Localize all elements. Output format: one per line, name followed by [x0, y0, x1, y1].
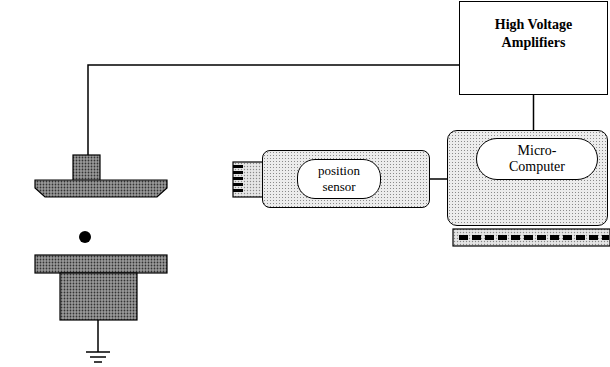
signal-wire [533, 95, 535, 130]
hv-wire [88, 65, 459, 155]
electrode-stem [73, 155, 100, 181]
particle [79, 231, 91, 243]
ground-symbol [86, 352, 110, 362]
sensor-housing: position sensor [262, 150, 430, 208]
sensor-connector [233, 162, 263, 197]
signal-wire [430, 178, 447, 180]
computer-housing: Micro-Computer [447, 130, 608, 226]
amplifier-box: High Voltage Amplifiers [459, 1, 608, 95]
electrode-base [60, 273, 137, 320]
keyboard [453, 229, 610, 246]
rounded-label-box: Micro-Computer [476, 138, 598, 180]
ground-wire [97, 320, 99, 352]
rounded-label-box: position sensor [297, 159, 381, 199]
bottom-electrode [35, 255, 167, 273]
box-label: High Voltage Amplifiers [460, 2, 607, 59]
top-electrode [35, 180, 167, 197]
